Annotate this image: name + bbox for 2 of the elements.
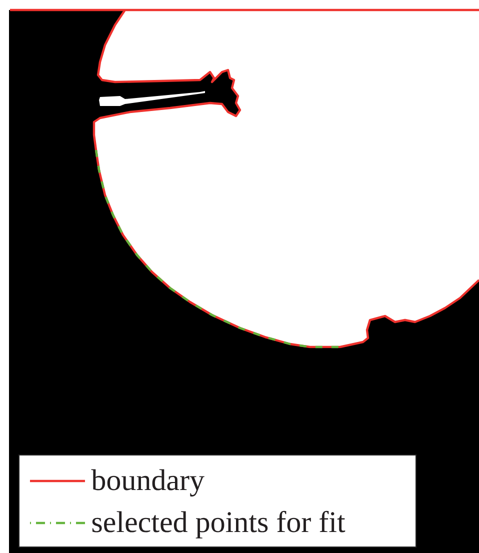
legend-label: selected points for fit: [92, 510, 346, 538]
legend-label: boundary: [91, 469, 204, 496]
